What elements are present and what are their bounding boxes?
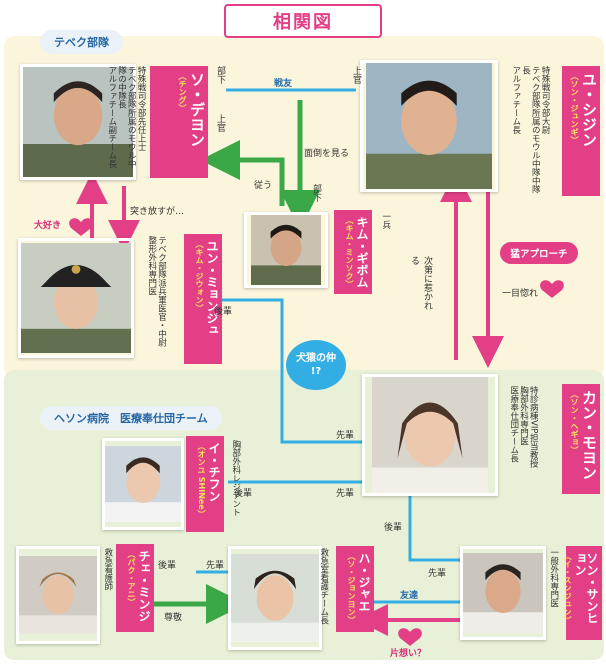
lee-name: イ・チフン bbox=[207, 442, 221, 502]
kim-name: キム・ギボム bbox=[355, 216, 369, 288]
page-title: 相関図 bbox=[224, 4, 382, 38]
rel-senpai2: 先輩 bbox=[336, 489, 355, 499]
seo-name: ソ・デヨン bbox=[188, 72, 206, 147]
kang-reading: （ソン・ヘギョ） bbox=[570, 390, 579, 454]
rel-senpai4: 先輩 bbox=[206, 561, 225, 571]
song-name-card: ソン・サンヒョン （イ・スンジュン） bbox=[563, 546, 602, 640]
yu-name: ユ・シジン bbox=[580, 72, 598, 147]
rel-shidaini: 次第に惹かれる bbox=[409, 256, 432, 310]
heart-icon bbox=[398, 628, 422, 646]
lee-name-card: イ・チフン （オンユ SHINee） bbox=[186, 436, 224, 532]
song-photo bbox=[460, 546, 546, 640]
rel-senpai3: 先輩 bbox=[428, 569, 447, 579]
kang-name: カン・モヨン bbox=[580, 390, 598, 480]
ha-photo bbox=[228, 546, 322, 650]
rel-kenen-line1: 犬猿の仲 bbox=[296, 353, 336, 364]
rel-shitagau: 従う bbox=[254, 181, 273, 191]
choi-name-card: チェ・ミンジ （パク・アニ） bbox=[116, 544, 154, 632]
yun-description: テベク部隊派兵軍医官・中尉整形外科専門医 bbox=[146, 236, 167, 347]
lee-description: 胸部外科レジデント bbox=[230, 440, 241, 517]
rel-joukan2: 上官 bbox=[215, 114, 225, 132]
rel-senyu: 戦友 bbox=[274, 79, 293, 89]
yun-name-card: ユン・ミョンジュ （キム・ジウォン） bbox=[184, 234, 222, 364]
yun-photo bbox=[18, 238, 134, 358]
line-yun-kang bbox=[214, 298, 364, 444]
rel-senpai1: 先輩 bbox=[336, 431, 355, 441]
kim-reading: （キム・ミンソク） bbox=[345, 216, 354, 288]
rel-sonkei: 尊敬 bbox=[164, 613, 183, 623]
rel-hitomebore: 一目惚れ bbox=[502, 289, 539, 299]
choi-photo bbox=[16, 546, 100, 644]
yu-description: 特殊戦司令部大尉テベク部隊所属のモウル中隊中隊長アルファチーム長 bbox=[510, 66, 551, 194]
rel-moapproach: 猛アプローチ bbox=[500, 242, 578, 264]
rel-buka: 部下 bbox=[215, 66, 225, 84]
lee-reading: （オンユ SHINee） bbox=[197, 442, 206, 518]
kim-photo bbox=[244, 212, 328, 288]
yu-name-card: ユ・シジン （ソン・ジュンギ） bbox=[562, 66, 600, 196]
yu-photo bbox=[360, 60, 498, 192]
kang-photo bbox=[362, 374, 498, 496]
choi-reading: （パク・アニ） bbox=[127, 550, 136, 606]
ha-name: ハ・ジャエ bbox=[357, 552, 371, 612]
choi-name: チェ・ミンジ bbox=[137, 550, 151, 622]
seo-description: 特殊戦司令部先任上士テベク部隊所属のモウル中隊の中隊長アルファチーム副チーム長 bbox=[106, 66, 147, 168]
rel-kouhai2: 後輩 bbox=[234, 489, 253, 499]
lee-photo bbox=[102, 438, 184, 530]
rel-joukan: 上官 bbox=[351, 66, 361, 84]
ha-name-card: ハ・ジャエ （ソ・ジョンヨン） bbox=[336, 546, 374, 632]
arrow-kim-seo bbox=[200, 140, 285, 206]
kim-name-card: キム・ギボム （キム・ミンソク） bbox=[334, 210, 372, 294]
team-zone-label: テベク部隊 bbox=[40, 30, 123, 54]
kim-description: 一兵 bbox=[380, 212, 391, 229]
rel-daisuki: 大好き bbox=[34, 221, 62, 231]
seo-reading: （チング） bbox=[178, 72, 187, 112]
kang-description: 特診病棟VIP担当教授胸部外科専門医医療奉仕団チーム長 bbox=[508, 386, 539, 468]
rel-buka2: 部下 bbox=[311, 184, 321, 202]
song-reading: （イ・スンジュン） bbox=[563, 552, 572, 624]
kang-name-card: カン・モヨン （ソン・ヘギョ） bbox=[562, 384, 600, 494]
seo-photo bbox=[20, 64, 136, 180]
ha-description: 救急室看護チーム長 bbox=[318, 548, 329, 625]
yun-reading: （キム・ジウォン） bbox=[195, 240, 204, 312]
rel-tsukihanasu: 突き放すが… bbox=[130, 207, 185, 217]
yun-name: ユン・ミョンジュ bbox=[205, 240, 219, 336]
rel-kenen-bubble: 犬猿の仲 !? bbox=[286, 340, 346, 390]
song-description: 一般外科専門医 bbox=[548, 548, 559, 608]
rel-tomodachi: 友達 bbox=[400, 591, 419, 601]
song-name: ソン・サンヒョン bbox=[573, 552, 599, 624]
rel-kouhai3: 後輩 bbox=[384, 523, 403, 533]
choi-description: 救急看護師 bbox=[102, 548, 113, 591]
ha-reading: （ソ・ジョンヨン） bbox=[347, 552, 356, 624]
rel-mendou: 面倒を見る bbox=[304, 149, 350, 159]
hospital-zone-label: ヘソン病院 医療奉仕団チーム bbox=[40, 406, 222, 430]
rel-kenen-line2: !? bbox=[310, 366, 322, 377]
rel-kouhai1: 後輩 bbox=[214, 307, 233, 317]
heart-icon bbox=[540, 280, 564, 298]
heart-icon bbox=[69, 218, 93, 236]
yu-reading: （ソン・ジュンギ） bbox=[570, 72, 579, 144]
line-kang-song bbox=[408, 496, 462, 562]
seo-name-card: ソ・デヨン （チング） bbox=[150, 66, 208, 178]
rel-kataomoi: 片想い？ bbox=[390, 649, 427, 659]
rel-kouhai4: 後輩 bbox=[158, 561, 177, 571]
